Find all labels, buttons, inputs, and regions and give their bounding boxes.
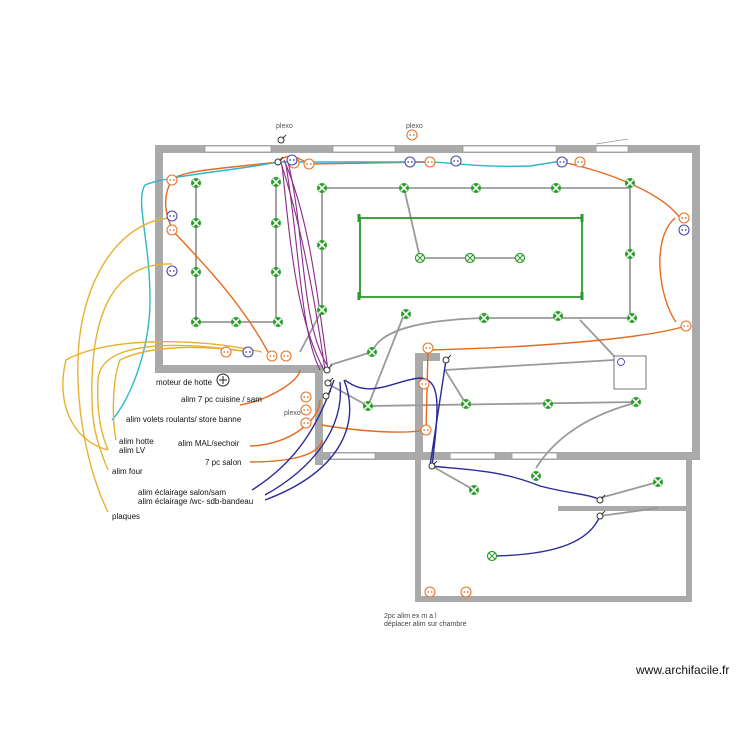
light-point-icon [400, 308, 412, 320]
light-point-icon [316, 304, 328, 316]
pendant-light-icon [414, 252, 426, 264]
alim-eclairage-salon-label: alim éclairage salon/sam [138, 488, 227, 497]
socket-icon [450, 155, 462, 167]
pendant-light-icon [514, 252, 526, 264]
ceiling-frame [357, 214, 584, 300]
moteur-hotte-label: moteur de hotte [156, 378, 213, 387]
socket-icon [166, 224, 178, 236]
light-point-icon [316, 182, 328, 194]
lighting-cables [195, 183, 659, 517]
switch-icon [442, 354, 452, 364]
socket-icon [286, 154, 298, 166]
light-point-icon [230, 316, 242, 328]
light-point-icon [398, 182, 410, 194]
socket-icon [300, 417, 312, 429]
plexo-label: plexo [284, 410, 301, 417]
sockets [166, 129, 692, 598]
light-point-icon [316, 239, 328, 251]
socket-icon [300, 391, 312, 403]
socket-icon [406, 129, 418, 141]
socket-icon [680, 320, 692, 332]
socket-icon [424, 586, 436, 598]
socket-icon [166, 174, 178, 186]
light-point-icon [270, 176, 282, 188]
note-line-1: 2pc alim ex m a l [384, 613, 437, 620]
socket-icon [404, 156, 416, 168]
light-point-icon [552, 310, 564, 322]
pendant-light-icon [486, 550, 498, 562]
light-point-icon [624, 177, 636, 189]
light-point-icon [460, 398, 472, 410]
eclairage-cables [251, 359, 601, 557]
alim-7pc-cuisine-label: alim 7 pc cuisine / sam [181, 395, 262, 404]
light-point-icon [626, 312, 638, 324]
hood-motor-icon [216, 373, 230, 387]
plexo-label: plexo [406, 123, 423, 130]
socket-icon [220, 346, 232, 358]
socket-icon [424, 156, 436, 168]
light-point-icon [270, 217, 282, 229]
socket-icon [556, 156, 568, 168]
alim-lv-label: alim LV [119, 446, 146, 455]
light-point-icon [630, 396, 642, 408]
socket-icon [420, 424, 432, 436]
socket-cables [164, 155, 687, 463]
switch-icon [322, 390, 332, 400]
socket-icon [242, 346, 254, 358]
alim-volets-label: alim volets roulants/ store banne [126, 415, 242, 424]
plaques-label: plaques [112, 512, 141, 521]
socket-icon [266, 350, 278, 362]
light-point-icon [190, 217, 202, 229]
plexo-label: plexo [276, 123, 293, 130]
light-point-icon [530, 470, 542, 482]
socket-icon [166, 265, 178, 277]
light-point-icon [366, 346, 378, 358]
light-point-icon [542, 398, 554, 410]
socket-icon [678, 212, 690, 224]
alim-mal-label: alim MAL/sechoir [178, 439, 240, 448]
light-point-icon [478, 312, 490, 324]
switch-icon [277, 134, 287, 144]
socket-icon [303, 158, 315, 170]
watermark[interactable]: www.archifacile.fr [636, 663, 730, 677]
pendant-light-icon [464, 252, 476, 264]
light-point-icon [624, 248, 636, 260]
socket-icon [300, 404, 312, 416]
light-point-icon [190, 177, 202, 189]
socket-icon [460, 586, 472, 598]
light-point-icon [652, 476, 664, 488]
alim-eclairage-wc-label: alim éclairage /wc- sdb-bandeau [138, 497, 254, 506]
alim-four-label: alim four [112, 467, 143, 476]
light-point-icon [362, 400, 374, 412]
kitchen-cables [62, 217, 263, 513]
light-point-icon [470, 182, 482, 194]
purple-cables [279, 159, 329, 373]
windows [204, 145, 629, 460]
socket-icon [678, 224, 690, 236]
alim-hotte-label: alim hotte [119, 437, 154, 446]
junction-icon [613, 355, 647, 390]
socket-icon [166, 210, 178, 222]
switch-icon [596, 494, 606, 504]
light-point-icon [190, 316, 202, 328]
light-point-icon [550, 182, 562, 194]
light-point-icon [270, 266, 282, 278]
note-line-2: déplacer alim sur chambre [384, 621, 467, 628]
socket-icon [418, 378, 430, 390]
light-point-icon [468, 484, 480, 496]
pc-salon-label: 7 pc salon [205, 458, 242, 467]
socket-icon [422, 342, 434, 354]
socket-icon [574, 156, 586, 168]
light-point-icon [272, 316, 284, 328]
light-point-icon [190, 266, 202, 278]
socket-icon [280, 350, 292, 362]
